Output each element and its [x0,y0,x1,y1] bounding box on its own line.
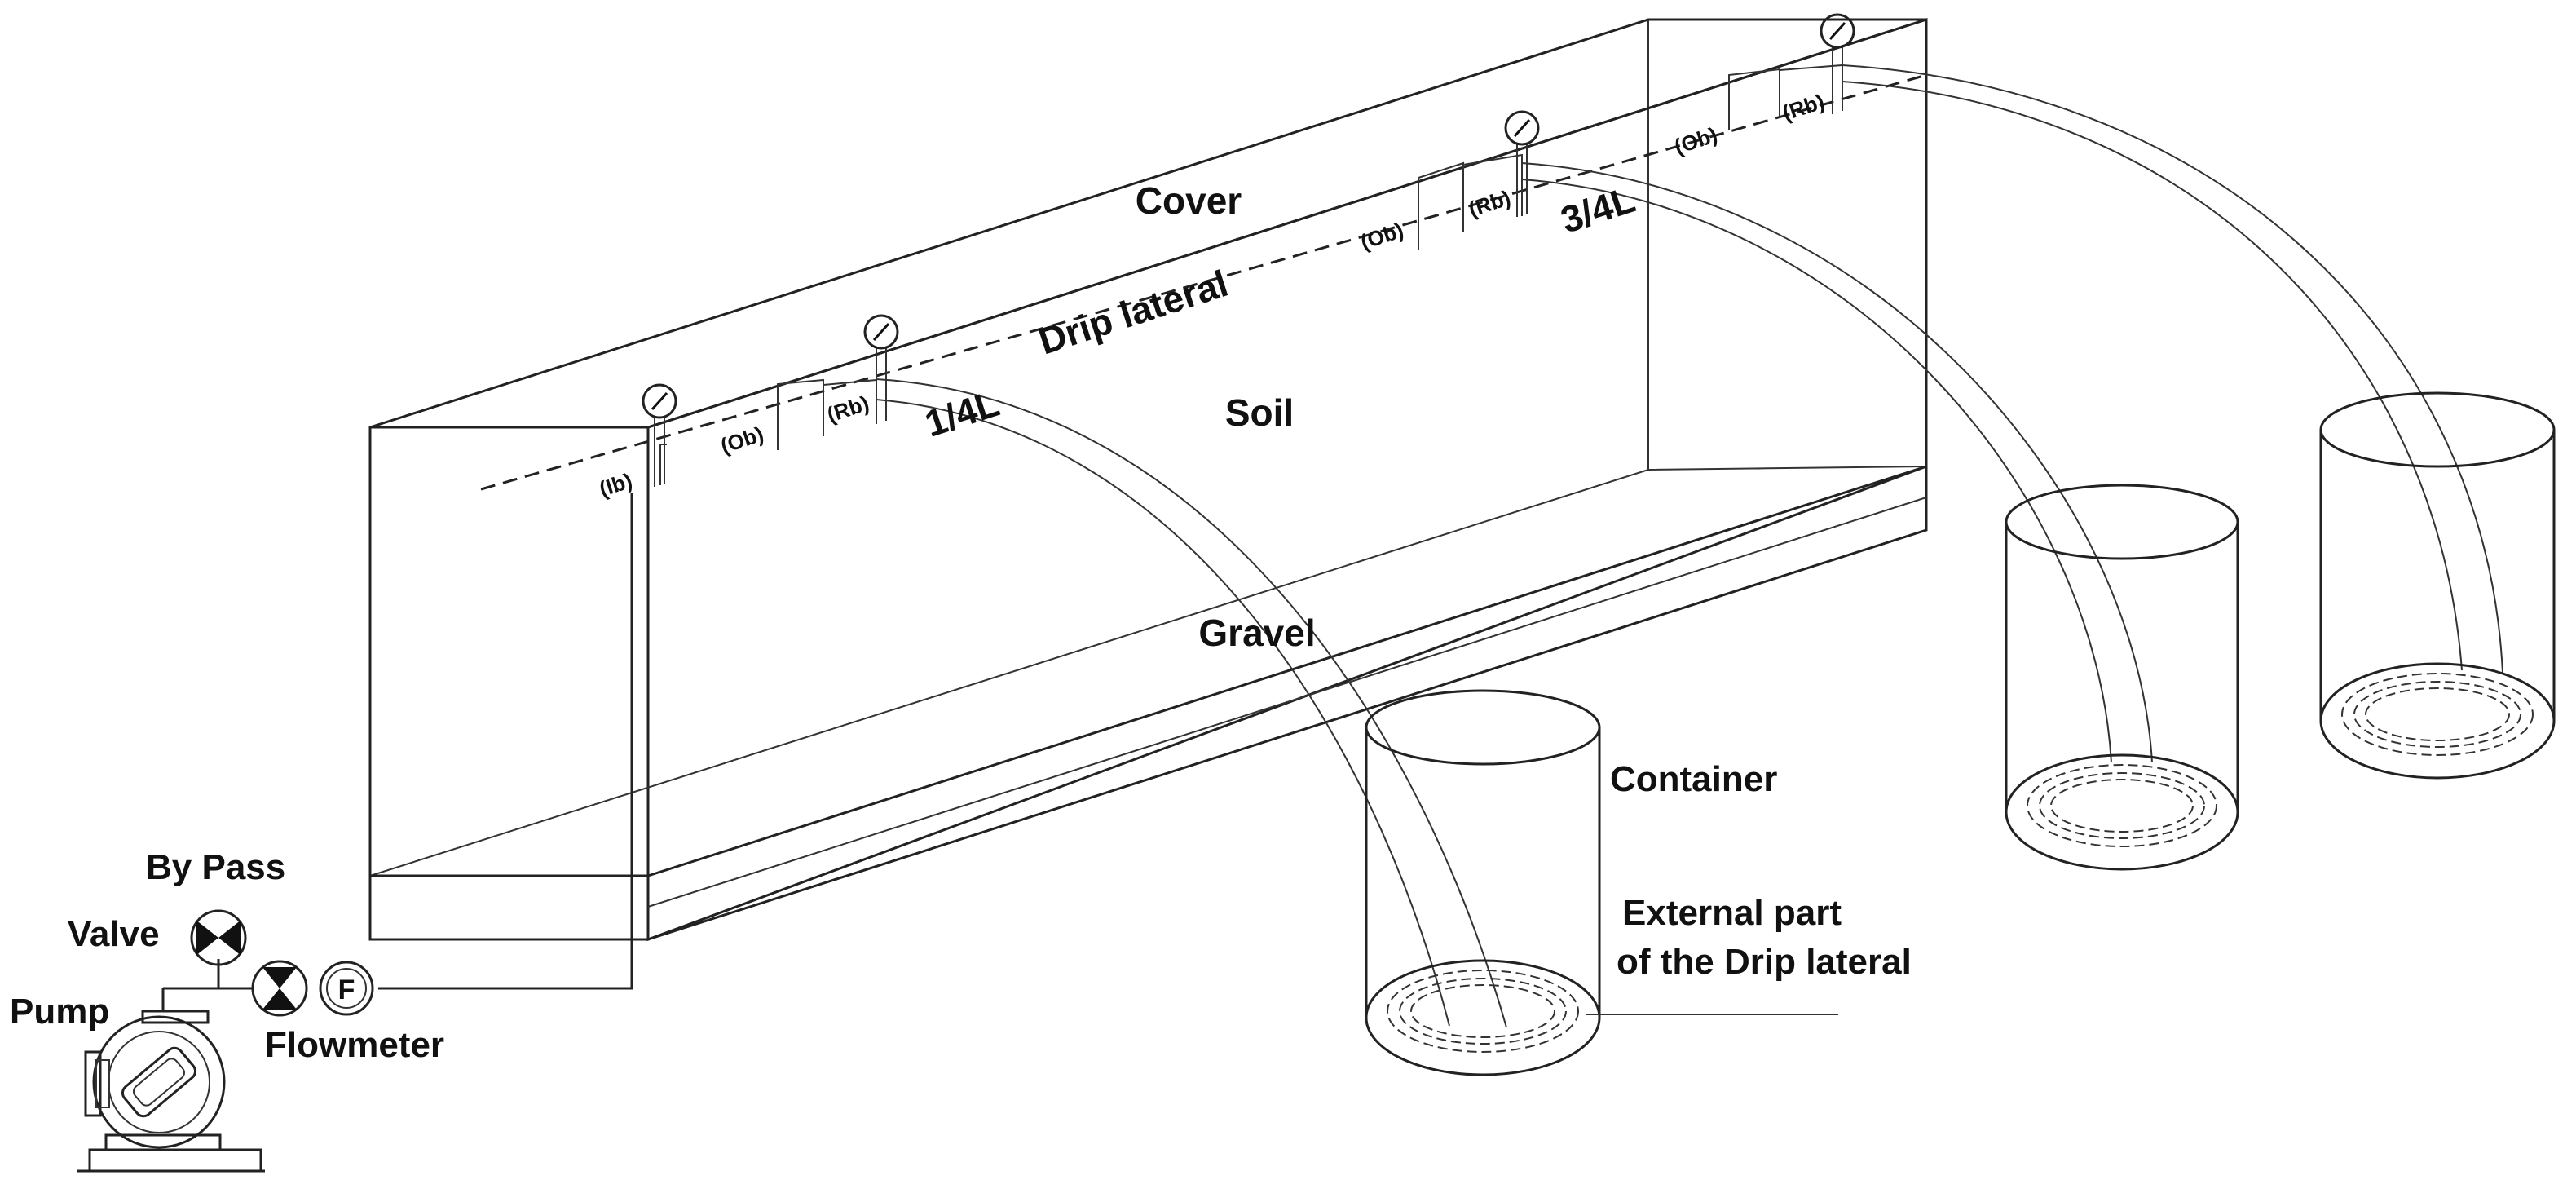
external-laterals [876,64,2503,1028]
drip-lateral-label: Drip lateral [1034,262,1233,363]
external-part-label-line1: External part [1622,893,1842,933]
inline-valve-icon [251,960,308,1017]
container [2005,484,2239,871]
gauge-icon [642,383,677,487]
flowmeter-symbol: F [338,974,355,1005]
supply-piping [161,493,633,1011]
section-brackets [659,64,1843,485]
return-point-label: (Rb) [1780,89,1828,126]
gravel-front [368,874,650,941]
three-quarter-length-label: 3/4L [1555,178,1640,241]
cover-label: Cover [1136,179,1242,222]
inlet-point-label: (Ib) [596,468,635,502]
cover-layer [369,18,1927,429]
gravel-top [369,466,1927,877]
outlet-point-label: (Ob) [717,422,766,458]
gauge-icon [1820,13,1855,114]
bypass-label: By Pass [146,847,285,887]
gravel-side [646,464,1928,942]
gravel-label: Gravel [1198,612,1315,654]
container [1365,689,1601,1076]
flowmeter-label: Flowmeter [265,1025,444,1065]
container-label: Container [1610,759,1777,799]
container [2319,391,2556,780]
soil-label: Soil [1225,391,1294,434]
pump-icon [77,1010,265,1173]
gauge-icon [863,314,899,424]
soil-back-face [646,17,1928,942]
return-point-label: (Rb) [1466,185,1514,222]
bypass-valve-icon [190,909,247,966]
pressure-gauges [642,13,1855,487]
flowmeter-icon: F [319,961,374,1016]
pump-label: Pump [10,992,109,1032]
external-part-label-line2: of the Drip lateral [1617,942,1912,982]
quarter-length-label: 1/4L [920,382,1004,445]
outlet-point-label: (Ob) [1671,122,1720,159]
return-point-label: (Rb) [824,391,872,427]
gravel-layer [368,464,1928,942]
valve-label: Valve [68,914,160,954]
outlet-point-label: (Ob) [1357,218,1406,254]
